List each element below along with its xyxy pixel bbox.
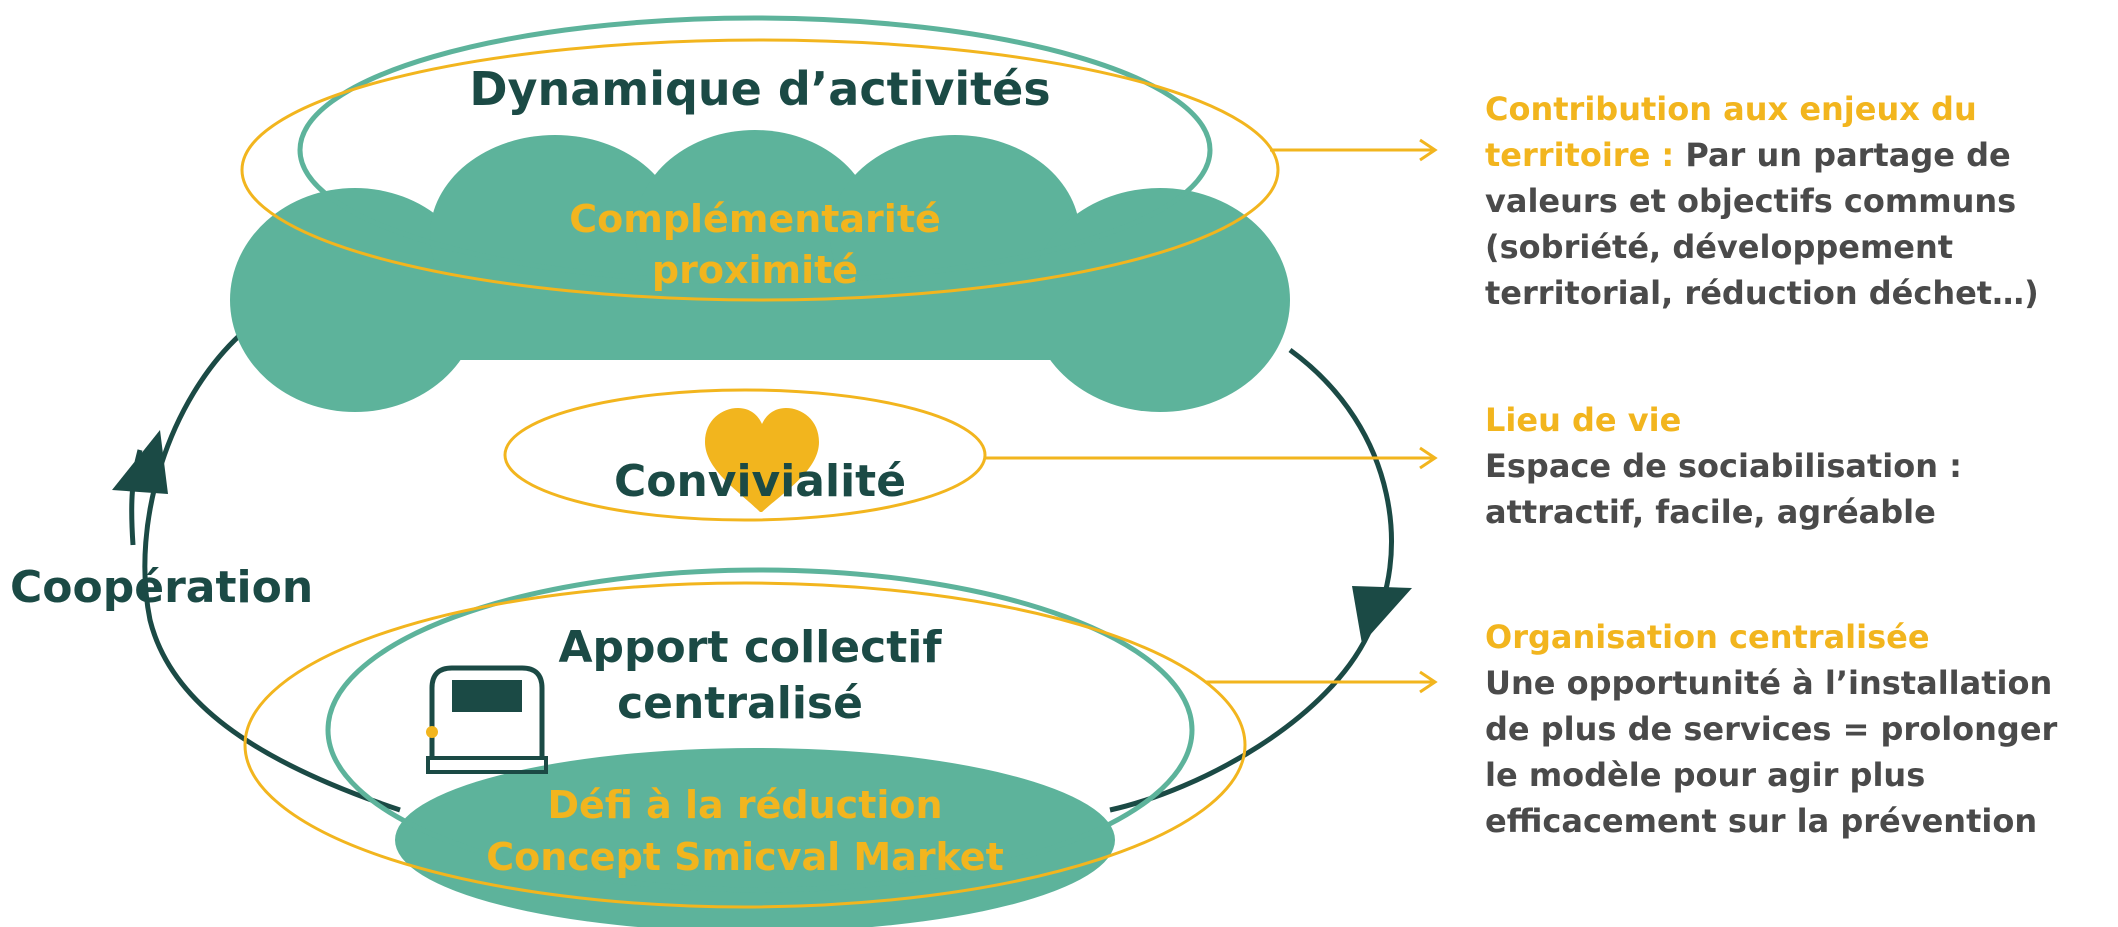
connector-bottom — [1205, 670, 1438, 694]
top-gold-ellipse — [240, 38, 1280, 302]
cycle-arrow-up-icon — [112, 430, 168, 494]
annotation-organisation-line: de plus de services = prolonger — [1485, 710, 2058, 748]
annotation-living-place: Lieu de vie Espace de sociabilisation : … — [1485, 397, 2105, 535]
bottom-title-line2: centralisé — [617, 678, 863, 729]
bottom-subtitle-line1: Défi à la réduction — [547, 783, 942, 827]
heart-icon — [705, 408, 819, 512]
middle-gold-ellipse — [503, 388, 987, 522]
annotation-organisation: Organisation centralisée Une opportunité… — [1485, 614, 2105, 844]
cycle-loop-left — [142, 333, 401, 813]
middle-title: Convivialité — [614, 456, 906, 507]
annotation-organisation-line: Une opportunité à l’installation — [1485, 664, 2053, 702]
annotation-territory-heading-line1: Contribution aux enjeux du — [1485, 90, 1977, 128]
annotation-organisation-line: le modèle pour agir plus — [1485, 756, 1926, 794]
annotation-living-place-line: Espace de sociabilisation : — [1485, 447, 1962, 485]
cycle-label: Coopération — [10, 562, 313, 613]
annotation-living-place-line: attractif, facile, agréable — [1485, 493, 1936, 531]
connector-top — [1270, 138, 1438, 162]
cycle-loop-right — [1109, 347, 1394, 813]
annotation-organisation-heading: Organisation centralisée — [1485, 618, 1930, 656]
top-title: Dynamique d’activités — [469, 62, 1050, 116]
top-subtitle-line2: proximité — [652, 248, 858, 292]
container-icon — [426, 665, 548, 774]
bottom-title-line1: Apport collectif — [559, 622, 943, 673]
connector-middle — [985, 446, 1438, 470]
cycle-arrow-down-icon — [1352, 586, 1412, 644]
annotation-territory-text-line2: Par un partage de — [1674, 136, 2011, 174]
bottom-gold-ellipse — [243, 581, 1247, 909]
annotation-territory-line: territorial, réduction déchet…) — [1485, 274, 2039, 312]
top-subtitle-line1: Complémentarité — [569, 197, 941, 241]
top-teal-ellipse — [297, 15, 1213, 285]
bottom-subtitle-line2: Concept Smicval Market — [486, 835, 1004, 879]
annotation-territory-heading-line2: territoire : — [1485, 136, 1675, 174]
bottom-teal-fill — [395, 748, 1115, 927]
annotation-living-place-heading: Lieu de vie — [1485, 401, 1682, 439]
bottom-teal-ellipse — [325, 567, 1195, 893]
annotation-territory-line: valeurs et objectifs communs — [1485, 182, 2017, 220]
annotation-territory: Contribution aux enjeux du territoire : … — [1485, 86, 2105, 316]
annotation-territory-line: (sobriété, développement — [1485, 228, 1954, 266]
annotation-organisation-line: efficacement sur la prévention — [1485, 802, 2038, 840]
annotation-territory-line2: territoire : Par un partage de — [1485, 132, 2105, 178]
